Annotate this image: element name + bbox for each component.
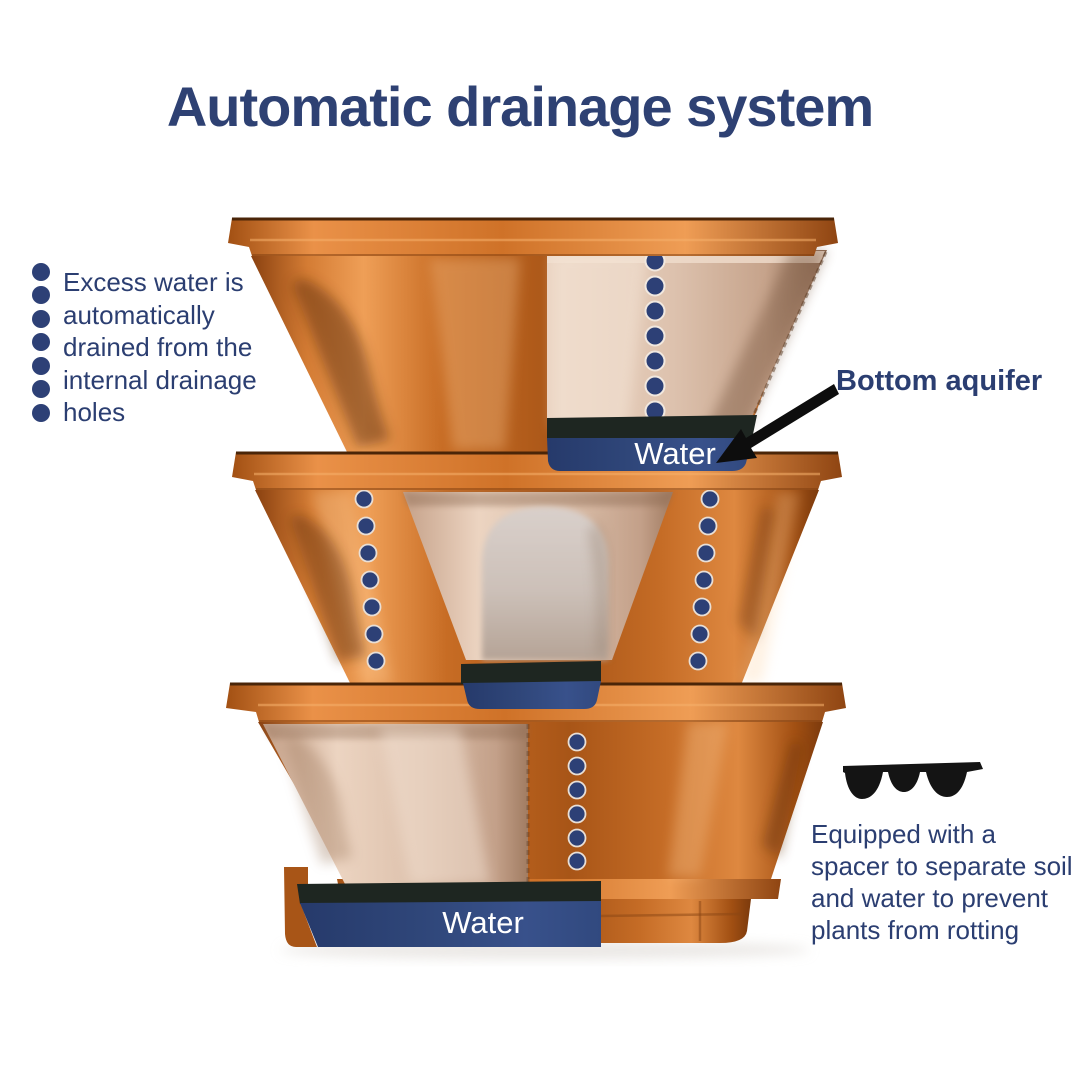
excess-water-note: Excess water is automatically drained fr…	[63, 266, 293, 429]
note-line: internal drainage	[63, 364, 257, 395]
note-line: plants from rotting	[811, 915, 1020, 945]
pot-cutaway	[403, 492, 673, 660]
water-fill	[300, 901, 601, 947]
drainage-hole-dot-column	[567, 732, 587, 871]
cut-wall-sliver	[284, 867, 317, 947]
interior-dome	[482, 507, 608, 660]
pot-left-shadow	[290, 514, 366, 662]
water-spacer-band	[297, 881, 601, 904]
note-line: Equipped with a	[811, 819, 997, 849]
water-spacer-band	[461, 661, 601, 684]
pot-rim	[228, 218, 838, 256]
note-line: spacer to separate soil	[811, 851, 1073, 881]
pot-cutaway	[263, 724, 530, 886]
top-pot-water-reservoir	[547, 415, 757, 471]
water-spacer-band	[547, 415, 757, 439]
water-label-top: Water	[634, 436, 716, 471]
vertical-dot-bullets-icon	[32, 263, 50, 422]
water-label-bottom: Water	[442, 905, 524, 940]
water-fill	[547, 438, 752, 471]
note-line: drained from the	[63, 332, 253, 362]
pot-body-highlight	[430, 258, 520, 450]
cutaway-top-shadow	[403, 492, 673, 506]
note-line: automatically	[63, 299, 215, 330]
dome-side-shade	[588, 522, 608, 655]
note-line: and water to prevent	[811, 883, 1049, 913]
cutaway-sheen	[380, 728, 490, 884]
pot-right-shadow	[738, 506, 774, 640]
pot-right-shadow	[762, 740, 802, 858]
cutaway-right-shadow	[706, 250, 827, 430]
cutaway-left-sheen	[552, 254, 648, 428]
middle-pot-water-reservoir	[461, 661, 601, 709]
foot-groove-h	[599, 912, 743, 918]
top-pot	[228, 217, 838, 452]
water-fill	[463, 681, 601, 709]
cutaway-left-shade	[284, 735, 352, 864]
drainage-hole-dot-column	[644, 250, 666, 422]
pot-inner-shadow	[292, 278, 390, 448]
note-line: holes	[63, 397, 126, 427]
bottom-aquifer-label: Bottom aquifer	[836, 365, 1043, 397]
black-pointer-arrow-icon	[716, 384, 839, 463]
page-title: Automatic drainage system	[166, 75, 874, 138]
pot-right-highlight	[668, 722, 728, 877]
bottom-pot-water-reservoir	[284, 867, 601, 947]
note-line: Excess water is	[63, 267, 244, 297]
spacer-note: Equipped with a spacer to separate soil …	[811, 818, 1076, 946]
cutaway-cut-edge	[745, 251, 828, 431]
middle-pot	[232, 451, 842, 685]
pot-cutaway	[547, 250, 828, 431]
spacer-comb-icon	[843, 762, 983, 799]
